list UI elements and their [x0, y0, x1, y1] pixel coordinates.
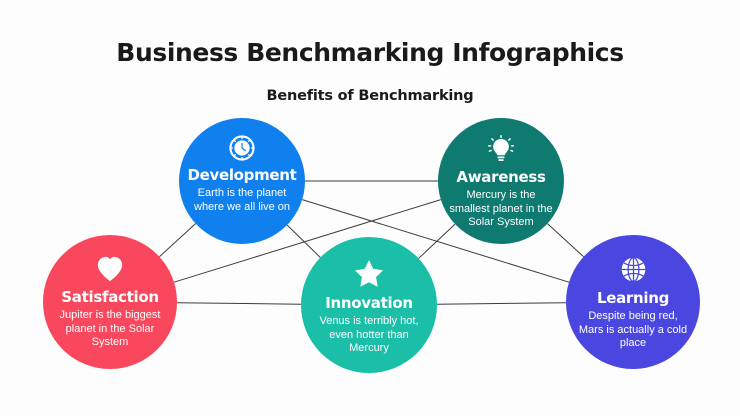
node-title: Development — [187, 166, 297, 184]
heart-icon — [96, 256, 124, 282]
node-description: Earth is the planet where we all live on — [194, 187, 290, 213]
node-development[interactable]: Development Earth is the planet where we… — [179, 118, 305, 244]
node-description: Jupiter is the biggest planet in the Sol… — [59, 309, 161, 348]
connection-line — [173, 199, 441, 283]
node-description: Venus is terribly hot, even hotter than … — [319, 315, 419, 354]
connection-line — [176, 302, 302, 305]
connection-line — [302, 199, 570, 283]
page-subtitle: Benefits of Benchmarking — [266, 88, 474, 104]
node-description: Mercury is the smallest planet in the So… — [449, 189, 553, 228]
node-title: Learning — [596, 289, 670, 307]
globe-icon — [620, 256, 647, 283]
page-title: Business Benchmarking Infographics — [116, 38, 624, 67]
lightbulb-icon — [487, 135, 515, 163]
connection-line — [286, 224, 321, 258]
node-innovation[interactable]: Innovation Venus is terribly hot, even h… — [301, 237, 437, 373]
node-title: Innovation — [325, 294, 413, 312]
star-icon — [354, 259, 384, 288]
connection-line — [436, 302, 567, 305]
clock-icon — [229, 135, 255, 161]
node-satisfaction[interactable]: Satisfaction Jupiter is the biggest plan… — [43, 235, 177, 369]
connection-line — [547, 223, 584, 258]
node-title: Awareness — [456, 168, 546, 186]
node-description: Despite being red, Mars is actually a co… — [578, 310, 688, 349]
connection-line — [159, 223, 196, 258]
node-title: Satisfaction — [61, 288, 159, 306]
node-learning[interactable]: Learning Despite being red, Mars is actu… — [566, 235, 700, 369]
node-awareness[interactable]: Awareness Mercury is the smallest planet… — [438, 118, 564, 244]
connection-line — [418, 223, 456, 259]
